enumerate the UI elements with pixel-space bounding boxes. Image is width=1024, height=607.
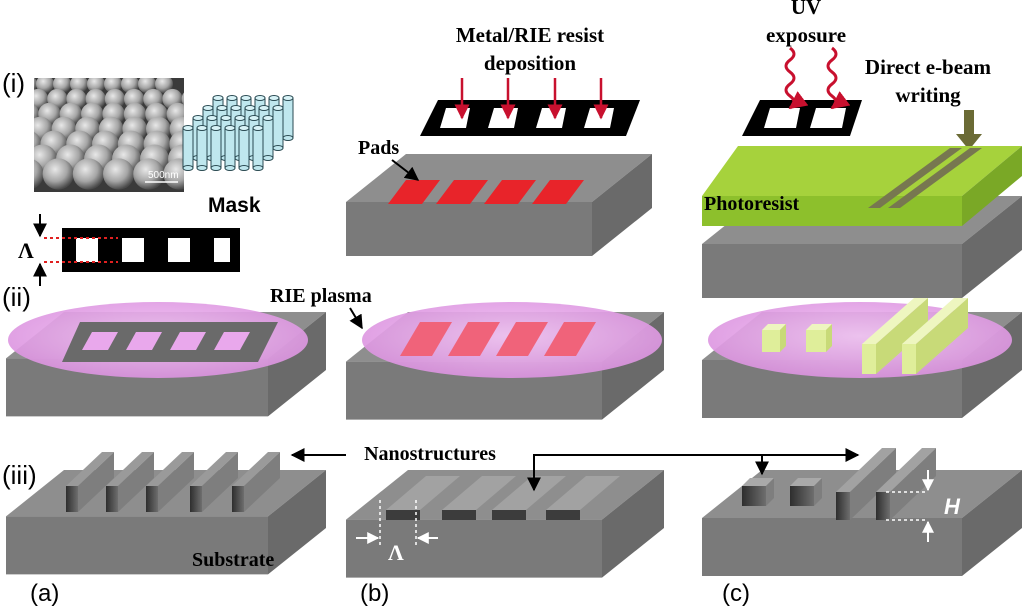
- row-label-i: (i): [2, 68, 25, 98]
- height-symbol: H: [944, 494, 961, 519]
- deposition-label-2: deposition: [484, 51, 577, 75]
- nano-fin: [190, 452, 238, 512]
- nanopillar: [210, 125, 222, 171]
- sem-sphere: [181, 92, 184, 106]
- row-label-ii: (ii): [2, 282, 31, 312]
- resist-bar: [862, 298, 928, 374]
- sem-image: 500nm: [34, 78, 184, 192]
- uv-label-1: UV: [791, 0, 821, 19]
- row-label-iii: (iii): [2, 460, 37, 490]
- substrate-b-i: [346, 154, 652, 256]
- ebeam-written-lines: [868, 148, 982, 208]
- nano-cube: [742, 478, 774, 506]
- pillar-array-illustration: [182, 95, 294, 171]
- nanopillar: [252, 125, 264, 171]
- nano-wall: [836, 448, 896, 520]
- deposition-label-1: Metal/RIE resist: [456, 23, 604, 47]
- nano-bar: [442, 476, 516, 520]
- sem-scale-label: 500nm: [148, 170, 179, 181]
- uv-label-2: exposure: [766, 23, 846, 47]
- mask-on-substrate: [62, 322, 278, 362]
- mask-title: Mask: [208, 194, 261, 217]
- photoresist-label: Photoresist: [704, 193, 800, 215]
- nano-wall: [876, 448, 936, 520]
- pads: [388, 180, 584, 204]
- nanopillar: [196, 125, 208, 171]
- uv-wave-arrow: [784, 46, 809, 110]
- resist-cube: [806, 324, 832, 352]
- nano-bar: [546, 476, 620, 520]
- rie-plasma-pointer: [349, 307, 363, 330]
- nano-bar: [492, 476, 566, 520]
- sem-sphere: [42, 158, 74, 190]
- panel-label-c: (c): [722, 580, 750, 607]
- mask-window: [214, 238, 230, 262]
- mask-window: [168, 238, 190, 262]
- pads-label: Pads: [358, 137, 399, 159]
- resist-bar: [902, 298, 968, 374]
- nanopillar: [182, 125, 194, 171]
- substrate-label: Substrate: [192, 549, 274, 571]
- nano-fin: [146, 452, 194, 512]
- nano-fin: [106, 452, 154, 512]
- mask-window: [76, 238, 98, 262]
- uv-wave-arrow: [826, 46, 851, 110]
- sem-sphere: [103, 158, 135, 190]
- resist-cube: [762, 324, 786, 352]
- nanostructures-label: Nanostructures: [364, 443, 496, 465]
- nanopillar: [238, 125, 250, 171]
- pads-under-plasma: [400, 322, 596, 356]
- nano-bar: [386, 476, 460, 520]
- ebeam-label-1: Direct e-beam: [865, 55, 992, 79]
- deposition-arrows: [454, 78, 609, 120]
- ebeam-label-2: writing: [895, 83, 961, 107]
- nano-fin: [232, 452, 280, 512]
- nanopillar: [262, 115, 274, 161]
- sem-sphere: [155, 78, 173, 93]
- mask-window: [122, 238, 144, 262]
- resist-blocks: [762, 298, 968, 374]
- panel-label-a: (a): [30, 580, 59, 607]
- nanopillar: [282, 95, 294, 141]
- uv-mask: [742, 100, 862, 136]
- nano-cube: [790, 478, 822, 506]
- pads-pointer: [391, 159, 420, 181]
- deposition-mask: [420, 100, 640, 136]
- nanopillar: [224, 125, 236, 171]
- sem-sphere: [72, 158, 104, 190]
- nanostructures-connector: [533, 448, 860, 470]
- nanopillar: [272, 105, 284, 151]
- ebeam-arrow: [956, 110, 982, 150]
- mask: Λ: [18, 214, 240, 286]
- lambda-period: Λ: [388, 540, 404, 565]
- nano-fin: [66, 452, 114, 512]
- sem-sphere: [34, 78, 37, 91]
- sem-sphere: [34, 159, 44, 189]
- rie-plasma-label: RIE plasma: [270, 285, 372, 307]
- lambda-mask: Λ: [18, 238, 34, 263]
- sem-sphere: [87, 78, 105, 93]
- panel-label-b: (b): [360, 580, 389, 607]
